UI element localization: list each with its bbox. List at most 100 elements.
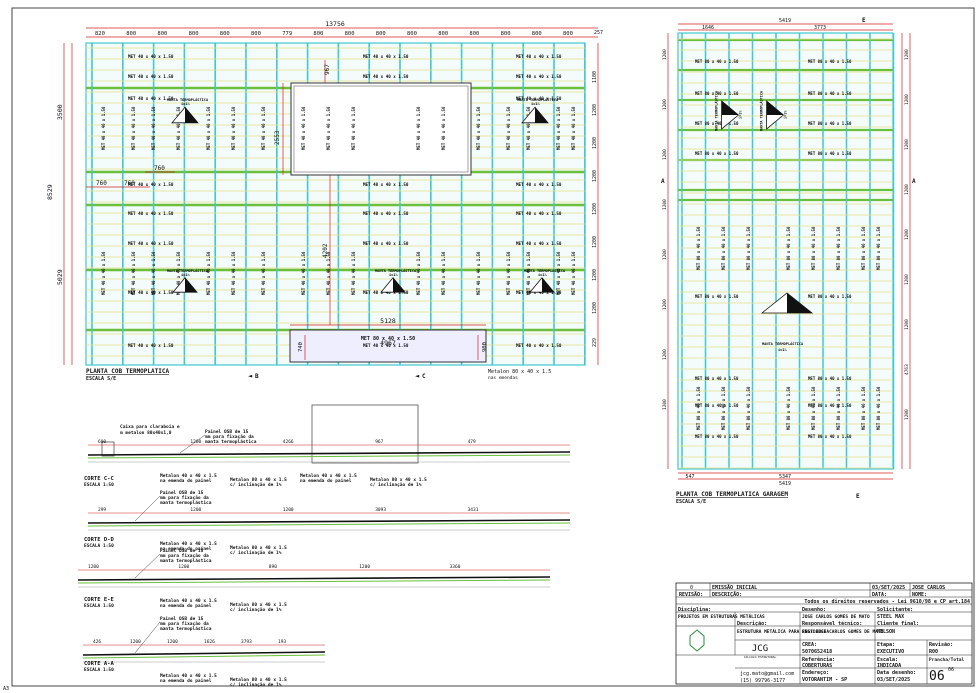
section-dim: 1200 xyxy=(167,639,178,645)
section-dim: 426 xyxy=(93,639,101,645)
member-label: MET 40 x 40 x 1.50 xyxy=(128,343,174,348)
manta-slope: i=1% xyxy=(531,102,540,106)
garage-member-label: MET 80 x 40 x 1.50 xyxy=(808,434,852,439)
etapa-label: Etapa: xyxy=(877,642,895,648)
garage-top-dim-1: 1646 xyxy=(702,25,714,31)
section-dim: 890 xyxy=(269,564,277,570)
crea-label: CREA: xyxy=(802,642,817,648)
data-desenho-label: Data desenho: xyxy=(877,670,916,676)
section-dim: 1200 xyxy=(359,564,370,570)
rev-no: 0 xyxy=(690,585,693,591)
member-label-vertical: MET 40 x 40 x 1.50 xyxy=(101,251,106,295)
section-note: Metalon 40 x 40 x 1.5 xyxy=(160,598,217,604)
right-dim-6: 1200 xyxy=(592,269,598,281)
section-slab xyxy=(82,651,326,656)
manta-slope: i=1% xyxy=(181,273,190,277)
section-callout-osb-3: manta termoplástica xyxy=(160,625,212,632)
garage-section-mark-a-left: A xyxy=(661,178,665,185)
responsavel-value: ENGº JOSE CARLOS GOMES DE MATO xyxy=(802,629,884,635)
top-dim-12: 800 xyxy=(469,31,479,37)
contact-email: jcg.mato@gmail.com xyxy=(740,671,794,677)
manta-slope: i=1% xyxy=(181,102,190,106)
garage-member-label-vertical: MET 80 x 40 x 1.50 xyxy=(696,386,701,430)
right-top-dim: 257 xyxy=(594,30,603,36)
section-note-2: c/ inclinação de 1% xyxy=(230,607,282,613)
section-dim: 967 xyxy=(375,439,383,445)
prancha-total: 06 xyxy=(948,667,954,673)
garage-member-label: MET 80 x 40 x 1.50 xyxy=(695,121,739,126)
right-dim-2: 1200 xyxy=(592,137,598,149)
garage-left-dim-6: 1200 xyxy=(662,349,668,360)
member-label-vertical: MET 40 x 40 x 1.50 xyxy=(441,251,446,295)
section-scale: ESCALA 1:50 xyxy=(84,543,114,549)
member-label: MET 40 x 40 x 1.50 xyxy=(363,343,409,348)
garage-right-dim-8: 1200 xyxy=(904,409,910,420)
note-metalon: Metalon 80 x 40 x 1.5 xyxy=(488,369,551,375)
hdr-revisao: REVISÃO: xyxy=(679,591,703,598)
section-slab xyxy=(87,451,571,456)
dim-4202: 4202 xyxy=(322,243,329,258)
hdr-nome: NOME: xyxy=(912,592,927,598)
member-label-vertical: MET 40 x 40 x 1.50 xyxy=(556,106,561,150)
member-label: MET 40 x 40 x 1.50 xyxy=(516,96,562,101)
company-logo: JCG CÁLCULO ESTRUTURAL xyxy=(689,629,776,659)
garage-member-label: MET 80 x 40 x 1.50 xyxy=(808,403,852,408)
section-note-2: c/ inclinação de 1% xyxy=(370,482,422,488)
garage-member-label: MET 80 x 40 x 1.50 xyxy=(808,121,852,126)
garage-left-dim-3: 1200 xyxy=(662,199,668,210)
top-dim-6: 779 xyxy=(282,31,292,37)
section-note-2: na emenda do painel xyxy=(160,546,212,552)
section-callout-osb: Painel OSB de 15 xyxy=(160,548,204,554)
section-callout-osb-3: manta termoplástica xyxy=(160,557,212,564)
garage-member-label-vertical: MET 80 x 40 x 1.50 xyxy=(861,386,866,430)
member-label-vertical: MET 40 x 40 x 1.50 xyxy=(326,106,331,150)
member-label-vertical: MET 40 x 40 x 1.50 xyxy=(441,106,446,150)
member-label-vertical: MET 40 x 40 x 1.50 xyxy=(476,251,481,295)
garage-member-label: MET 80 x 40 x 1.50 xyxy=(695,91,739,96)
garage-member-label: MET 80 x 40 x 1.50 xyxy=(808,294,852,299)
skylight-inner xyxy=(293,85,469,173)
member-label: MET 40 x 40 x 1.50 xyxy=(128,290,174,295)
section-dim: 193 xyxy=(278,639,286,645)
garage-section-mark-e-bottom: E xyxy=(856,493,860,500)
member-label-vertical: MET 40 x 40 x 1.50 xyxy=(131,251,136,295)
garage-bottom-dim-1: 547 xyxy=(685,474,694,480)
prancha-number: 06 xyxy=(929,669,945,684)
garage-right-dim-0: 1200 xyxy=(904,49,910,60)
member-label-vertical: MET 40 x 40 x 1.50 xyxy=(416,106,421,150)
section-cc-skylight-box xyxy=(101,441,115,457)
section-dim: 1200 xyxy=(88,564,99,570)
section-note: Metalon 80 x 40 x 1.5 xyxy=(370,477,427,483)
section-dim: 1626 xyxy=(204,639,215,645)
member-label-vertical: MET 40 x 40 x 1.50 xyxy=(351,251,356,295)
member-label-vertical: MET 40 x 40 x 1.50 xyxy=(301,106,306,150)
manta-slope: i=1% xyxy=(783,110,787,119)
leader-line xyxy=(179,434,206,454)
section-note-2: c/ inclinação de 1% xyxy=(230,682,282,688)
member-label: MET 40 x 40 x 1.50 xyxy=(128,96,174,101)
member-label-vertical: MET 40 x 40 x 1.50 xyxy=(416,251,421,295)
rights-notice: Todos os direitos reservados - Lei 9610/… xyxy=(804,599,970,605)
manta-label: MANTA TERMOPLÁSTICA xyxy=(759,90,764,131)
top-dim-2: 800 xyxy=(157,31,167,37)
garage-member-label-vertical: MET 80 x 40 x 1.50 xyxy=(811,386,816,430)
manta-label: MANTA TERMOPLÁSTICA xyxy=(375,268,417,273)
dim-4967: 4967 xyxy=(380,339,396,347)
garage-section-mark-a-right: A xyxy=(912,178,916,185)
member-label-vertical: MET 40 x 40 x 1.50 xyxy=(261,251,266,295)
top-dim-5: 800 xyxy=(251,31,261,37)
garage-left-dim-5: 1200 xyxy=(662,299,668,310)
member-label: MET 40 x 40 x 1.50 xyxy=(128,54,174,59)
rev-desc: EMISSÃO INICIAL xyxy=(712,584,757,591)
manta-label: MANTA TERMOPLÁSTICA xyxy=(167,268,209,273)
section-mark-c: ◄ xyxy=(415,372,420,380)
section-dim: 3093 xyxy=(375,507,386,513)
section-title: CORTE A-A xyxy=(84,661,114,667)
dim-760-a: 760 xyxy=(154,165,165,172)
manta-slope: i=1% xyxy=(389,273,398,277)
